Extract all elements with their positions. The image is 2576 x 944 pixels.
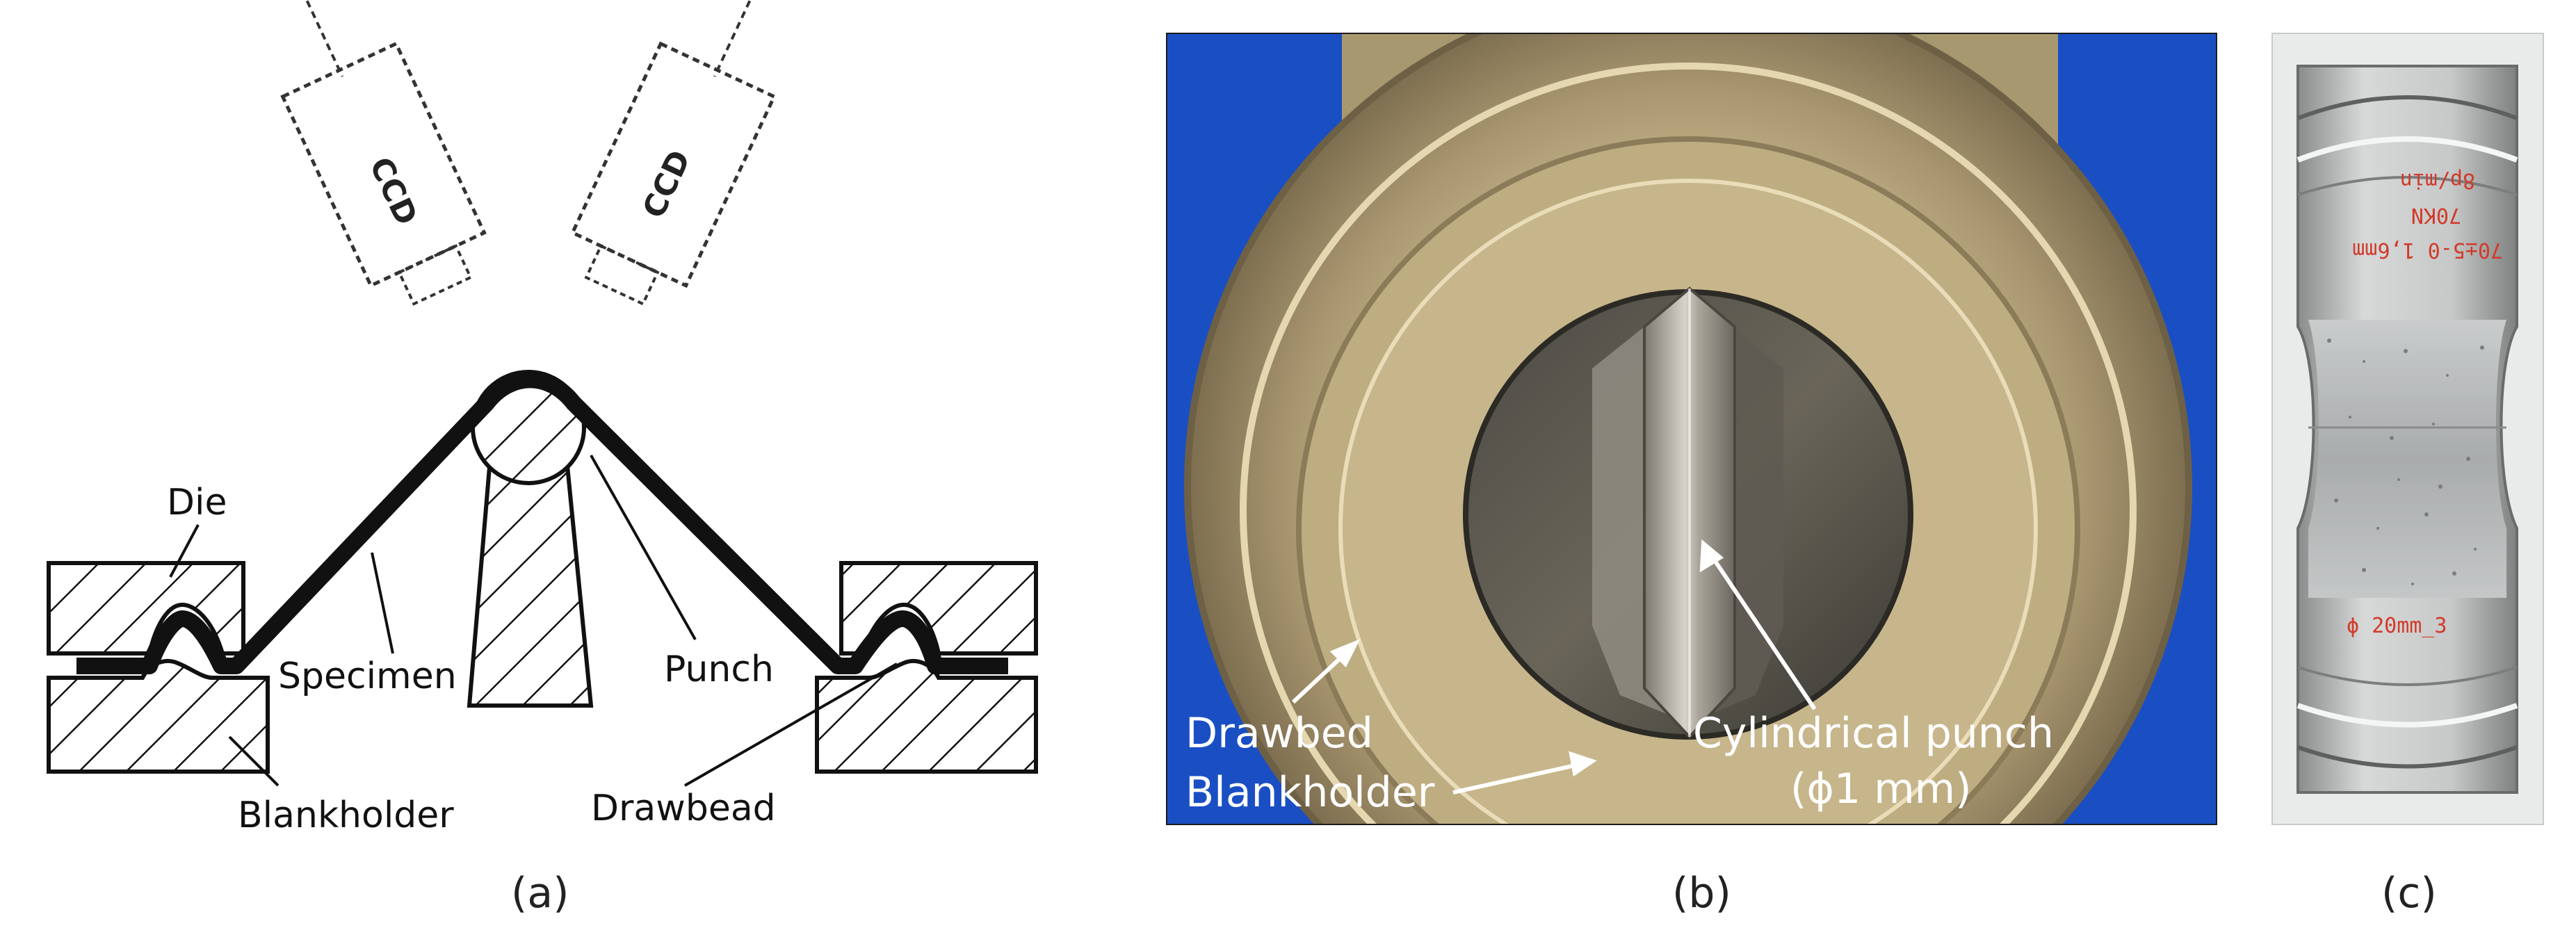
photo-b-frame bbox=[1166, 33, 2217, 825]
specimen-leader bbox=[371, 552, 394, 654]
note-line-1: 8p/min bbox=[2400, 168, 2475, 193]
speckle-dots bbox=[2327, 339, 2484, 585]
drawbead-leader bbox=[684, 662, 898, 787]
die-leader bbox=[169, 524, 200, 578]
ccd-camera-left: CCD bbox=[280, 0, 487, 306]
note-line-2: 70KN bbox=[2411, 203, 2461, 227]
blankholder-leader bbox=[228, 735, 280, 787]
punch-diameter-label: (ϕ1 mm) bbox=[1790, 765, 1972, 813]
caption-a: (a) bbox=[511, 869, 569, 918]
speckle-pattern bbox=[2308, 320, 2506, 598]
drawbed-label: Drawbed bbox=[1185, 709, 1373, 758]
blankholder-right bbox=[815, 659, 1038, 774]
drawbead-label: Drawbead bbox=[591, 788, 776, 829]
panel-b-photo: Drawbed Blankholder Cylindrical punch (ϕ… bbox=[1043, 0, 2279, 944]
outer-ring-groove bbox=[1240, 63, 2137, 944]
note-line-4: ϕ 20mm_3 bbox=[2347, 614, 2447, 638]
punch-arrow bbox=[1710, 555, 1817, 710]
blankholder-photo-label: Blankholder bbox=[1185, 768, 1435, 817]
die-label: Die bbox=[167, 482, 227, 523]
cylindrical-punch-label: Cylindrical punch bbox=[1693, 709, 2054, 758]
blankholder-arrow bbox=[1452, 763, 1579, 795]
punch-label: Punch bbox=[664, 649, 774, 690]
note-line-3: 70±5-0 1,6mm bbox=[2352, 238, 2503, 262]
blankholder-label: Blankholder bbox=[238, 795, 454, 836]
caption-c: (c) bbox=[2381, 869, 2437, 918]
panel-a-schematic: CCD CCD Die Specimen Punch Blankholder bbox=[47, 0, 1038, 918]
bottom-bend bbox=[2296, 703, 2518, 728]
punch-leader bbox=[590, 455, 697, 640]
panel-c-photo: 8p/min 70KN 70±5-0 1,6mm ϕ 20mm_3 (c) bbox=[2271, 33, 2544, 918]
blankholder-left bbox=[47, 659, 270, 774]
specimen-label: Specimen bbox=[278, 656, 457, 697]
ccd-left-label: CCD bbox=[362, 152, 424, 231]
caption-b: (b) bbox=[1672, 869, 1731, 918]
ccd-camera-right: CCD bbox=[570, 0, 777, 306]
annotation-arrows bbox=[1291, 539, 1817, 795]
punch-body bbox=[467, 457, 594, 708]
top-bend bbox=[2296, 95, 2518, 120]
specimen-sheet bbox=[76, 371, 1008, 674]
drawbed-arrow bbox=[1291, 651, 1347, 704]
ccd-right-label: CCD bbox=[636, 145, 698, 223]
